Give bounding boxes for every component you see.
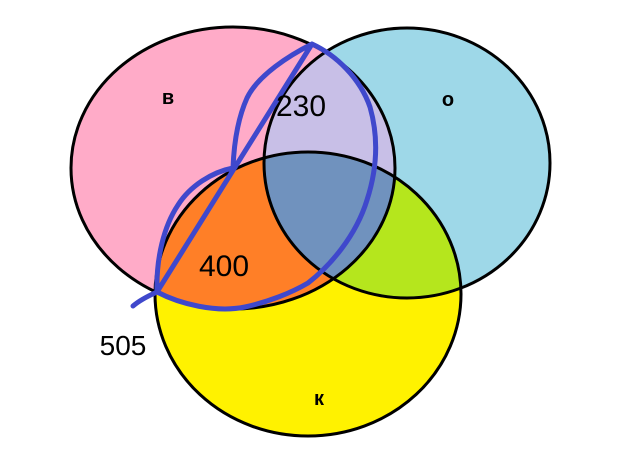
set-k-label: к [314,388,325,410]
region-v-and-k-count: 400 [199,250,249,283]
outlined-total-label: 505 [100,330,147,361]
set-v-label: в [162,87,174,109]
highlight-outline [130,41,379,312]
set-o-outline [262,26,552,300]
region-v-and-o-count: 230 [276,90,326,123]
set-o-label: о [442,89,454,111]
